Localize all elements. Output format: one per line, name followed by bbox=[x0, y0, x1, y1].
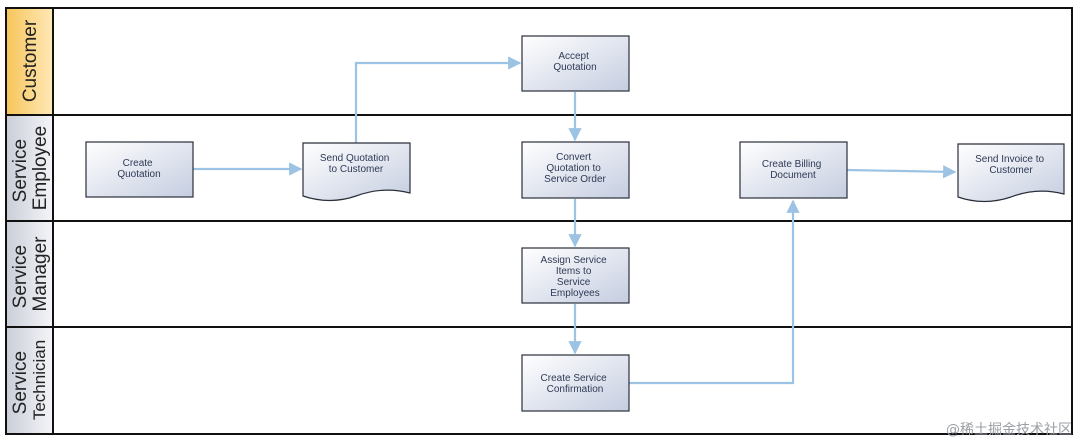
lane-label-service-technician: Service Technician bbox=[10, 340, 49, 420]
node-send-invoice-to-customer[interactable]: Send Invoice to Customer bbox=[957, 143, 1065, 203]
svg-text:Assign Service Items to: Assign Service Items to Service Employee… bbox=[541, 255, 610, 299]
watermark: @稀土掘金技术社区 bbox=[946, 422, 1072, 438]
edge-billing-to-invoice bbox=[846, 165, 957, 179]
lane-header-customer bbox=[5, 7, 54, 116]
svg-text:Create Billing Document: Create Billing Document bbox=[762, 159, 824, 181]
node-convert-quotation-to-service-order[interactable]: Convert Quotation to Service Order bbox=[521, 141, 630, 199]
flow-connectors bbox=[193, 56, 957, 385]
svg-text:Convert Quotation to: Convert Quotation to Service Order bbox=[544, 152, 606, 185]
edge-confirm-to-billing bbox=[628, 199, 800, 385]
svg-text:Create Service Confirmat: Create Service Confirmation bbox=[541, 373, 610, 395]
svg-text:Send Quotation to Custom: Send Quotation to Customer bbox=[320, 153, 392, 175]
node-create-service-confirmation[interactable]: Create Service Confirmation bbox=[521, 354, 630, 412]
edge-send-to-accept bbox=[354, 56, 522, 143]
svg-text:Accept Quotation: Accept Quotation bbox=[553, 51, 596, 73]
node-create-billing-document[interactable]: Create Billing Document bbox=[739, 141, 848, 199]
node-send-quotation-to-customer[interactable]: Send Quotation to Customer bbox=[302, 142, 411, 202]
lane-label-service-manager: Service Manager bbox=[10, 236, 51, 312]
node-assign-service-items[interactable]: Assign Service Items to Service Employee… bbox=[521, 247, 630, 304]
node-create-quotation[interactable]: Create Quotation bbox=[85, 141, 194, 198]
lane-header-service-employee bbox=[5, 114, 54, 222]
lane-label-customer: Customer bbox=[20, 19, 41, 102]
svg-text:Create Quotation: Create Quotation bbox=[117, 158, 160, 180]
svg-text:Send Invoice to Customer: Send Invoice to Customer bbox=[975, 154, 1047, 176]
lane-label-service-employee: Service Employee bbox=[10, 126, 51, 211]
node-accept-quotation[interactable]: Accept Quotation bbox=[521, 35, 630, 92]
